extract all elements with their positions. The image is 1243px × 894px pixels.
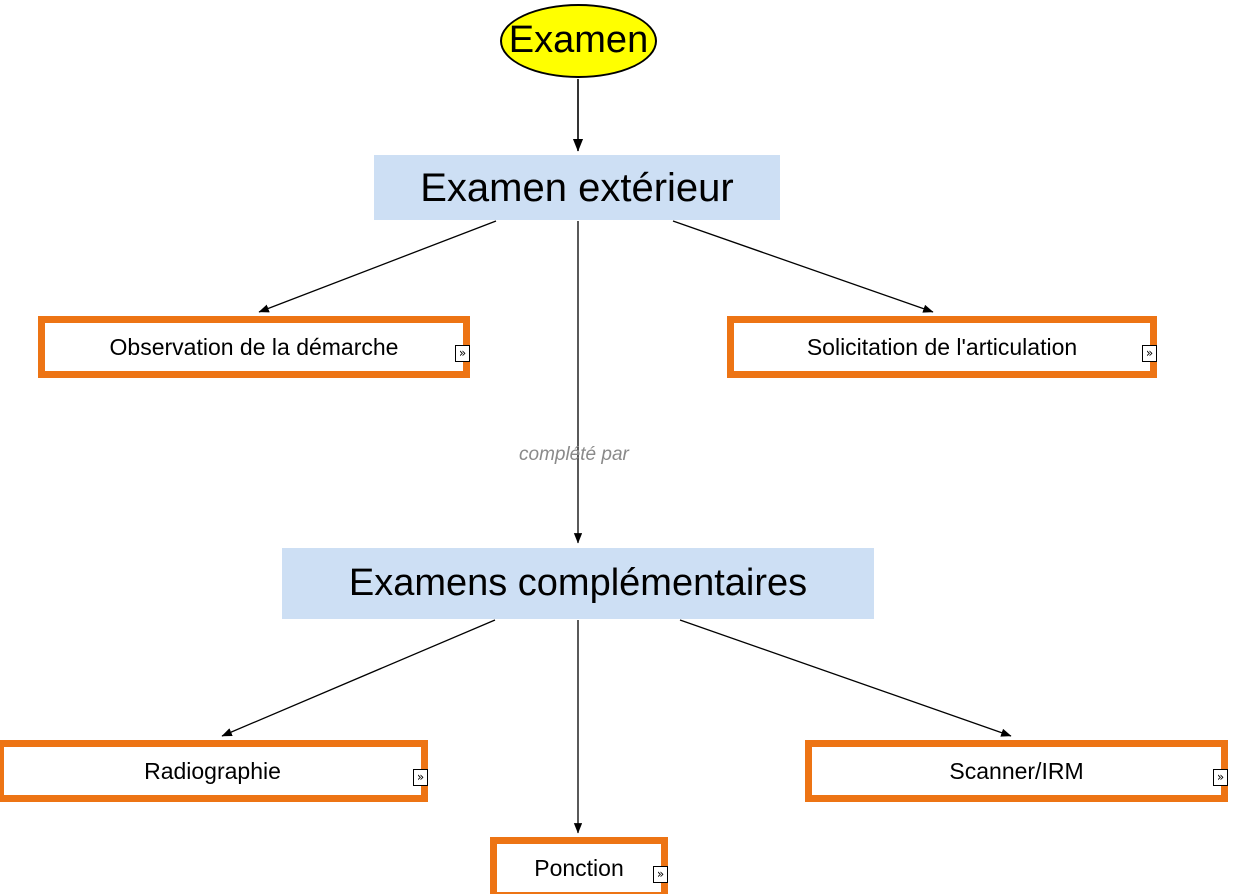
edge-examens-complementaires-to-scanner-irm — [679, 619, 1012, 737]
node-radiographie[interactable]: Radiographie » — [0, 740, 428, 802]
expand-icon[interactable]: » — [1213, 769, 1228, 786]
expand-icon[interactable]: » — [653, 866, 668, 883]
expand-icon[interactable]: » — [413, 769, 428, 786]
node-radiographie-label: Radiographie — [144, 757, 281, 784]
node-examen-exterieur-label: Examen extérieur — [420, 165, 734, 210]
node-examens-complementaires[interactable]: Examens complémentaires — [282, 548, 874, 619]
edge-examens-complementaires-to-radiographie — [221, 619, 496, 737]
node-solicitation-articulation[interactable]: Solicitation de l'articulation » — [727, 316, 1157, 378]
node-scanner-irm[interactable]: Scanner/IRM » — [805, 740, 1228, 802]
node-examen-exterieur[interactable]: Examen extérieur — [374, 155, 780, 220]
expand-icon[interactable]: » — [1142, 345, 1157, 362]
node-scanner-irm-label: Scanner/IRM — [949, 757, 1084, 784]
node-examen[interactable]: Examen — [500, 4, 657, 78]
expand-icon[interactable]: » — [455, 345, 470, 362]
node-observation-demarche[interactable]: Observation de la démarche » — [38, 316, 470, 378]
edge-examen-exterieur-to-solicitation — [672, 220, 934, 313]
node-examens-complementaires-label: Examens complémentaires — [348, 561, 808, 604]
node-solicitation-articulation-label: Solicitation de l'articulation — [806, 333, 1078, 360]
edge-examen-exterieur-to-observation — [258, 220, 497, 313]
node-examen-label: Examen — [508, 19, 649, 62]
node-observation-demarche-label: Observation de la démarche — [109, 333, 399, 360]
edge-label-complete-par: complété par — [519, 444, 629, 465]
node-ponction-label: Ponction — [534, 854, 624, 881]
node-ponction[interactable]: Ponction » — [490, 837, 668, 894]
